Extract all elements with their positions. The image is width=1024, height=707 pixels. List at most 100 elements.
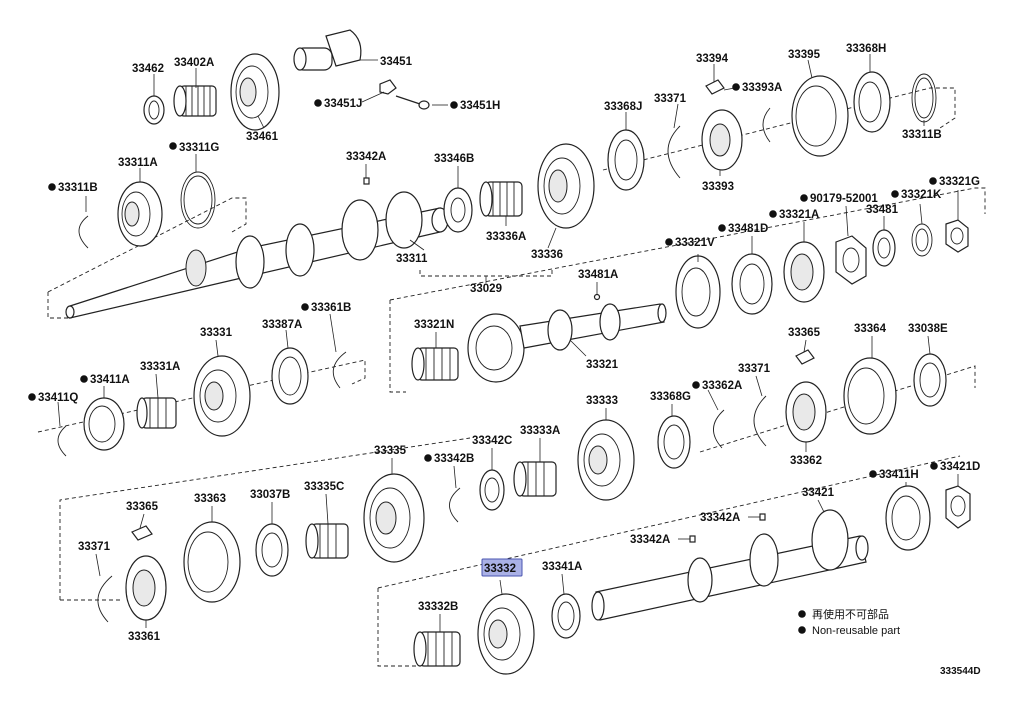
- label-33342A-left[interactable]: 33342A: [630, 534, 670, 546]
- part-33321K-ring[interactable]: [911, 223, 933, 257]
- part-33461-reverse-gear[interactable]: [230, 53, 280, 131]
- label-33332B[interactable]: 33332B: [418, 601, 458, 613]
- label-33321K[interactable]: 33321K: [901, 189, 942, 201]
- part-33361B-snap-ring[interactable]: [332, 351, 347, 389]
- label-33029[interactable]: 33029: [470, 283, 502, 295]
- label-33395[interactable]: 33395: [788, 49, 821, 61]
- label-33342C[interactable]: 33342C: [472, 435, 512, 447]
- label-33365-left[interactable]: 33365: [126, 501, 159, 513]
- label-33362[interactable]: 33362: [790, 455, 822, 467]
- label-33311A[interactable]: 33311A: [118, 157, 158, 169]
- part-33395-synchro-sleeve[interactable]: [791, 75, 849, 157]
- label-33342A-right[interactable]: 33342A: [700, 512, 740, 524]
- part-33331A-needle-bearing[interactable]: [136, 397, 177, 429]
- part-33411A-bearing[interactable]: [83, 397, 125, 451]
- part-33481D-collar[interactable]: [731, 253, 773, 315]
- label-33038E[interactable]: 33038E: [908, 323, 948, 335]
- part-33371-snap-ring-left[interactable]: [97, 575, 113, 623]
- part-33311B-snap-ring-left[interactable]: [78, 215, 89, 249]
- part-33342C-washer[interactable]: [479, 469, 505, 511]
- label-33411A[interactable]: 33411A: [90, 374, 130, 386]
- label-33037B[interactable]: 33037B: [250, 489, 290, 501]
- label-33368G[interactable]: 33368G: [650, 391, 691, 403]
- part-33393-hub[interactable]: [701, 109, 743, 171]
- part-33402A-needle-bearing[interactable]: [173, 85, 217, 117]
- label-33461[interactable]: 33461: [246, 131, 279, 143]
- part-33362A-snap-ring[interactable]: [713, 409, 725, 449]
- part-33321N-bearing[interactable]: [411, 347, 459, 381]
- label-33321G[interactable]: 33321G: [939, 176, 980, 188]
- label-33365-right[interactable]: 33365: [788, 327, 821, 339]
- part-33481A-ball[interactable]: [593, 293, 601, 301]
- label-33311[interactable]: 33311: [396, 253, 428, 265]
- label-33311G[interactable]: 33311G: [179, 142, 219, 154]
- part-33311A-bearing[interactable]: [117, 181, 163, 247]
- part-33341A-washer[interactable]: [551, 593, 581, 639]
- label-33451J[interactable]: 33451J: [324, 98, 362, 110]
- part-33335-gear[interactable]: [363, 473, 425, 563]
- label-33411Q[interactable]: 33411Q: [38, 392, 78, 404]
- label-33411H[interactable]: 33411H: [879, 469, 919, 481]
- part-33411H-bearing[interactable]: [885, 485, 931, 551]
- label-33332[interactable]: 33332: [484, 563, 516, 575]
- label-33481A[interactable]: 33481A: [578, 269, 618, 281]
- part-33364-synchro-sleeve[interactable]: [843, 357, 897, 435]
- part-33321A-bearing[interactable]: [783, 241, 825, 303]
- part-33393A-snap-ring[interactable]: [762, 107, 771, 143]
- part-33321-output-shaft[interactable]: [467, 303, 667, 383]
- part-33321V-bearing[interactable]: [675, 255, 721, 329]
- part-33311-input-shaft[interactable]: [65, 191, 449, 319]
- label-33393A[interactable]: 33393A: [742, 82, 782, 94]
- label-33393[interactable]: 33393: [702, 181, 734, 193]
- part-90179-nut[interactable]: [835, 235, 867, 285]
- part-33346B-washer[interactable]: [443, 187, 473, 233]
- part-33421D-nut[interactable]: [945, 485, 971, 529]
- part-33365-key-right[interactable]: [795, 349, 815, 365]
- part-33331-gear[interactable]: [193, 355, 251, 437]
- label-33335C[interactable]: 33335C: [304, 481, 344, 493]
- part-33336A-needle-bearing[interactable]: [479, 181, 523, 217]
- label-33333[interactable]: 33333: [586, 395, 618, 407]
- part-33335C-needle-bearing[interactable]: [305, 523, 349, 559]
- part-33451-shift-sleeve[interactable]: [293, 29, 362, 71]
- part-33481-gear[interactable]: [872, 229, 896, 267]
- part-33342B-snap-ring[interactable]: [449, 487, 461, 523]
- part-33333A-needle-bearing[interactable]: [513, 461, 557, 497]
- label-33321[interactable]: 33321: [586, 359, 619, 371]
- part-33387A-synchro-ring[interactable]: [271, 347, 309, 405]
- part-33361-hub[interactable]: [125, 555, 167, 621]
- part-33394-key[interactable]: [705, 79, 725, 95]
- label-33321N[interactable]: 33321N: [414, 319, 454, 331]
- part-33363-synchro-sleeve[interactable]: [183, 521, 241, 603]
- label-33342B[interactable]: 33342B: [434, 453, 474, 465]
- label-33321A[interactable]: 33321A: [779, 209, 819, 221]
- label-33311B-left[interactable]: 33311B: [58, 182, 98, 194]
- label-33368J[interactable]: 33368J: [604, 101, 642, 113]
- label-33331[interactable]: 33331: [200, 327, 233, 339]
- part-33038E-synchro-ring[interactable]: [913, 353, 947, 407]
- label-33362A[interactable]: 33362A: [702, 380, 742, 392]
- part-33368G-synchro-ring[interactable]: [657, 415, 691, 469]
- label-33421D[interactable]: 33421D: [940, 461, 980, 473]
- label-33336[interactable]: 33336: [531, 249, 563, 261]
- part-33342A-pin-top[interactable]: [363, 177, 370, 185]
- label-33387A[interactable]: 33387A: [262, 319, 302, 331]
- part-33332B-needle-bearing[interactable]: [413, 631, 461, 667]
- part-33037B-synchro-ring[interactable]: [255, 523, 289, 577]
- label-33371-mid[interactable]: 33371: [738, 363, 771, 375]
- label-33368H[interactable]: 33368H: [846, 43, 886, 55]
- part-33451H-bolt[interactable]: [395, 95, 430, 110]
- label-33335[interactable]: 33335: [374, 445, 407, 457]
- label-33451[interactable]: 33451: [380, 56, 413, 68]
- part-33451J-nut[interactable]: [379, 79, 397, 95]
- part-33333-gear[interactable]: [577, 419, 635, 501]
- part-33342A-pin-left[interactable]: [689, 535, 696, 543]
- part-33311G-snap-ring[interactable]: [180, 171, 216, 229]
- label-33331A[interactable]: 33331A: [140, 361, 180, 373]
- label-33333A[interactable]: 33333A: [520, 425, 560, 437]
- label-33346B[interactable]: 33346B: [434, 153, 474, 165]
- part-33421-counter-shaft[interactable]: [591, 509, 869, 621]
- label-33361[interactable]: 33361: [128, 631, 161, 643]
- part-33371-snap-ring-top[interactable]: [667, 125, 681, 179]
- label-33341A[interactable]: 33341A: [542, 561, 582, 573]
